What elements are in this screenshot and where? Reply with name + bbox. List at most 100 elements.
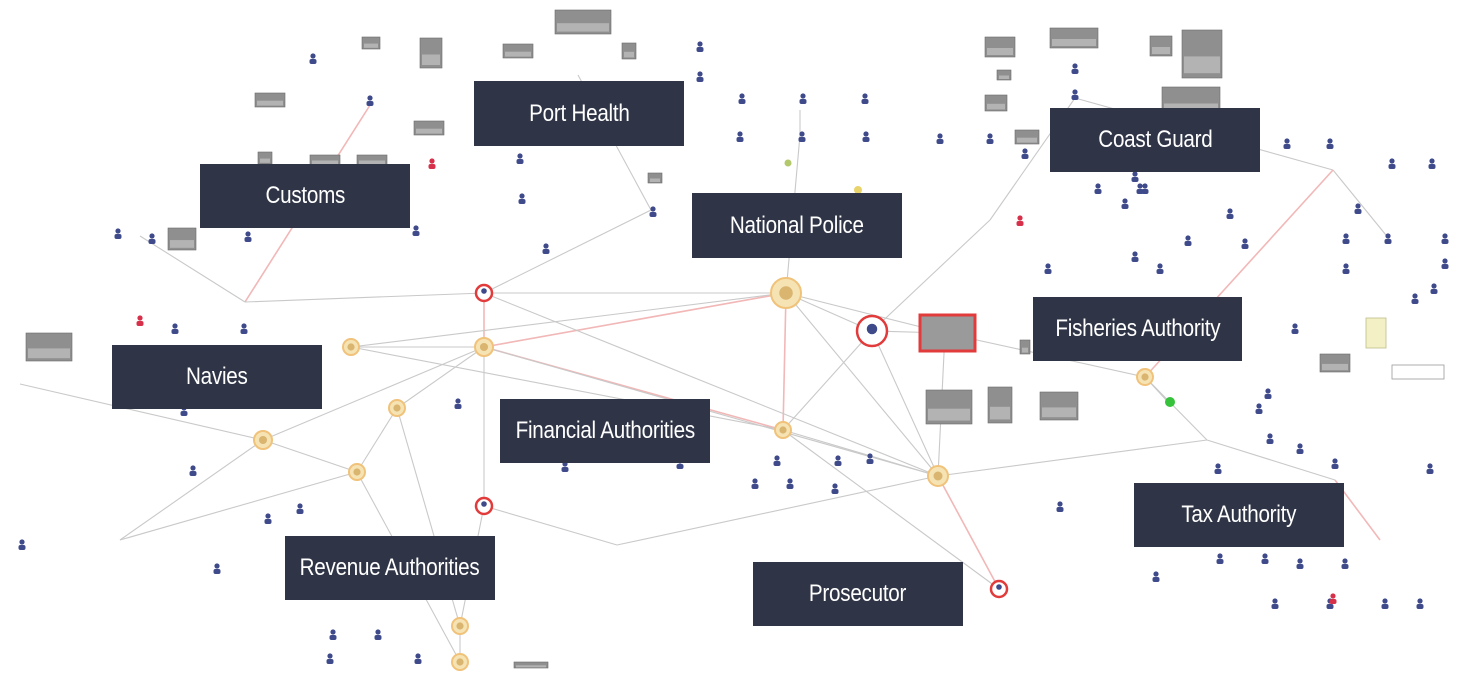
person-icon-head — [799, 131, 805, 137]
person-icon — [454, 404, 462, 409]
photo-node-detail — [422, 54, 440, 65]
person-icon-head — [1332, 458, 1338, 464]
hub-node-core — [479, 342, 489, 352]
person-icon — [1342, 239, 1350, 244]
person-icon — [189, 471, 197, 476]
person-icon-head — [172, 323, 178, 329]
alert-node-person-icon — [481, 288, 487, 294]
person-icon — [1296, 449, 1304, 454]
event-icon — [854, 186, 862, 194]
photo-node-detail — [999, 75, 1009, 79]
person-icon-head — [1137, 183, 1143, 189]
person-icon-head — [1297, 558, 1303, 564]
person-icon — [1430, 289, 1438, 294]
photo-node-detail — [516, 665, 546, 668]
person-icon-head — [455, 398, 461, 404]
graph-edge — [483, 209, 652, 294]
person-icon-head — [1267, 433, 1273, 439]
graph-edge — [782, 330, 873, 431]
person-icon — [374, 635, 382, 640]
person-icon — [1326, 604, 1334, 609]
graph-edge — [616, 475, 939, 546]
graph-nodes — [18, 9, 1449, 671]
photo-node-detail — [505, 51, 531, 57]
document-node — [1365, 317, 1387, 349]
person-icon-head — [1342, 558, 1348, 564]
person-icon — [861, 99, 869, 104]
person-icon-head — [413, 225, 419, 231]
person-icon-head — [1215, 463, 1221, 469]
person-icon-head — [1355, 203, 1361, 209]
photo-node-detail — [1042, 407, 1076, 418]
person-icon-head — [1382, 598, 1388, 604]
person-icon-head — [1292, 323, 1298, 329]
hub-node-core — [258, 435, 268, 445]
person-icon-head — [832, 483, 838, 489]
person-icon-head — [739, 93, 745, 99]
person-icon-head — [774, 455, 780, 461]
person-icon — [1411, 299, 1419, 304]
graph-edges — [19, 74, 1391, 663]
person-icon — [866, 459, 874, 464]
person-icon — [696, 77, 704, 82]
person-icon — [862, 137, 870, 142]
person-icon-head — [1265, 388, 1271, 394]
person-icon — [1426, 469, 1434, 474]
person-icon — [649, 212, 657, 217]
person-icon-head — [115, 228, 121, 234]
photo-node-detail — [650, 178, 660, 182]
person-icon-head — [310, 53, 316, 59]
alert-person-icon-head — [429, 158, 435, 164]
person-icon — [1141, 189, 1149, 194]
graph-edge — [483, 292, 787, 348]
person-icon — [1021, 154, 1029, 159]
person-icon-head — [367, 95, 373, 101]
hub-national-police-core — [779, 286, 793, 300]
person-icon — [1296, 564, 1304, 569]
person-icon-head — [149, 233, 155, 239]
hub-node-core — [347, 343, 355, 351]
person-icon — [148, 239, 156, 244]
graph-edge — [244, 292, 485, 303]
person-icon — [736, 137, 744, 142]
photo-node-detail — [260, 158, 270, 163]
photo-node-detail — [1184, 56, 1220, 74]
alert-person-icon-head — [1330, 593, 1336, 599]
person-icon — [1255, 409, 1263, 414]
graph-edge — [1206, 439, 1336, 481]
graph-edge — [782, 429, 939, 477]
person-icon-head — [787, 478, 793, 484]
person-icon-head — [1284, 138, 1290, 144]
person-icon-head — [1431, 283, 1437, 289]
person-icon — [264, 519, 272, 524]
person-icon — [834, 461, 842, 466]
person-icon-head — [1122, 198, 1128, 204]
person-icon-head — [415, 653, 421, 659]
person-icon — [1056, 507, 1064, 512]
person-icon-head — [863, 131, 869, 137]
graph-edge — [396, 346, 485, 409]
person-icon — [936, 139, 944, 144]
person-icon — [1354, 209, 1362, 214]
photo-node-detail — [1017, 137, 1037, 143]
alert-person-icon — [136, 321, 144, 326]
person-icon — [799, 99, 807, 104]
person-icon-head — [1132, 171, 1138, 177]
photo-node-detail — [557, 23, 609, 32]
alert-node-person-icon — [996, 584, 1002, 590]
person-icon — [1331, 464, 1339, 469]
agency-label-financial-authorities: Financial Authorities — [500, 399, 710, 463]
agency-label-national-police: National Police — [692, 193, 902, 258]
person-icon — [1121, 204, 1129, 209]
person-icon — [542, 249, 550, 254]
person-icon — [18, 545, 26, 550]
person-icon — [516, 159, 524, 164]
person-icon — [1156, 269, 1164, 274]
graph-edge — [350, 292, 787, 348]
graph-edge — [483, 292, 939, 477]
photo-node-detail — [257, 100, 283, 106]
photo-node — [647, 172, 663, 184]
person-icon-head — [1022, 148, 1028, 154]
person-icon — [1094, 189, 1102, 194]
person-icon — [1264, 394, 1272, 399]
